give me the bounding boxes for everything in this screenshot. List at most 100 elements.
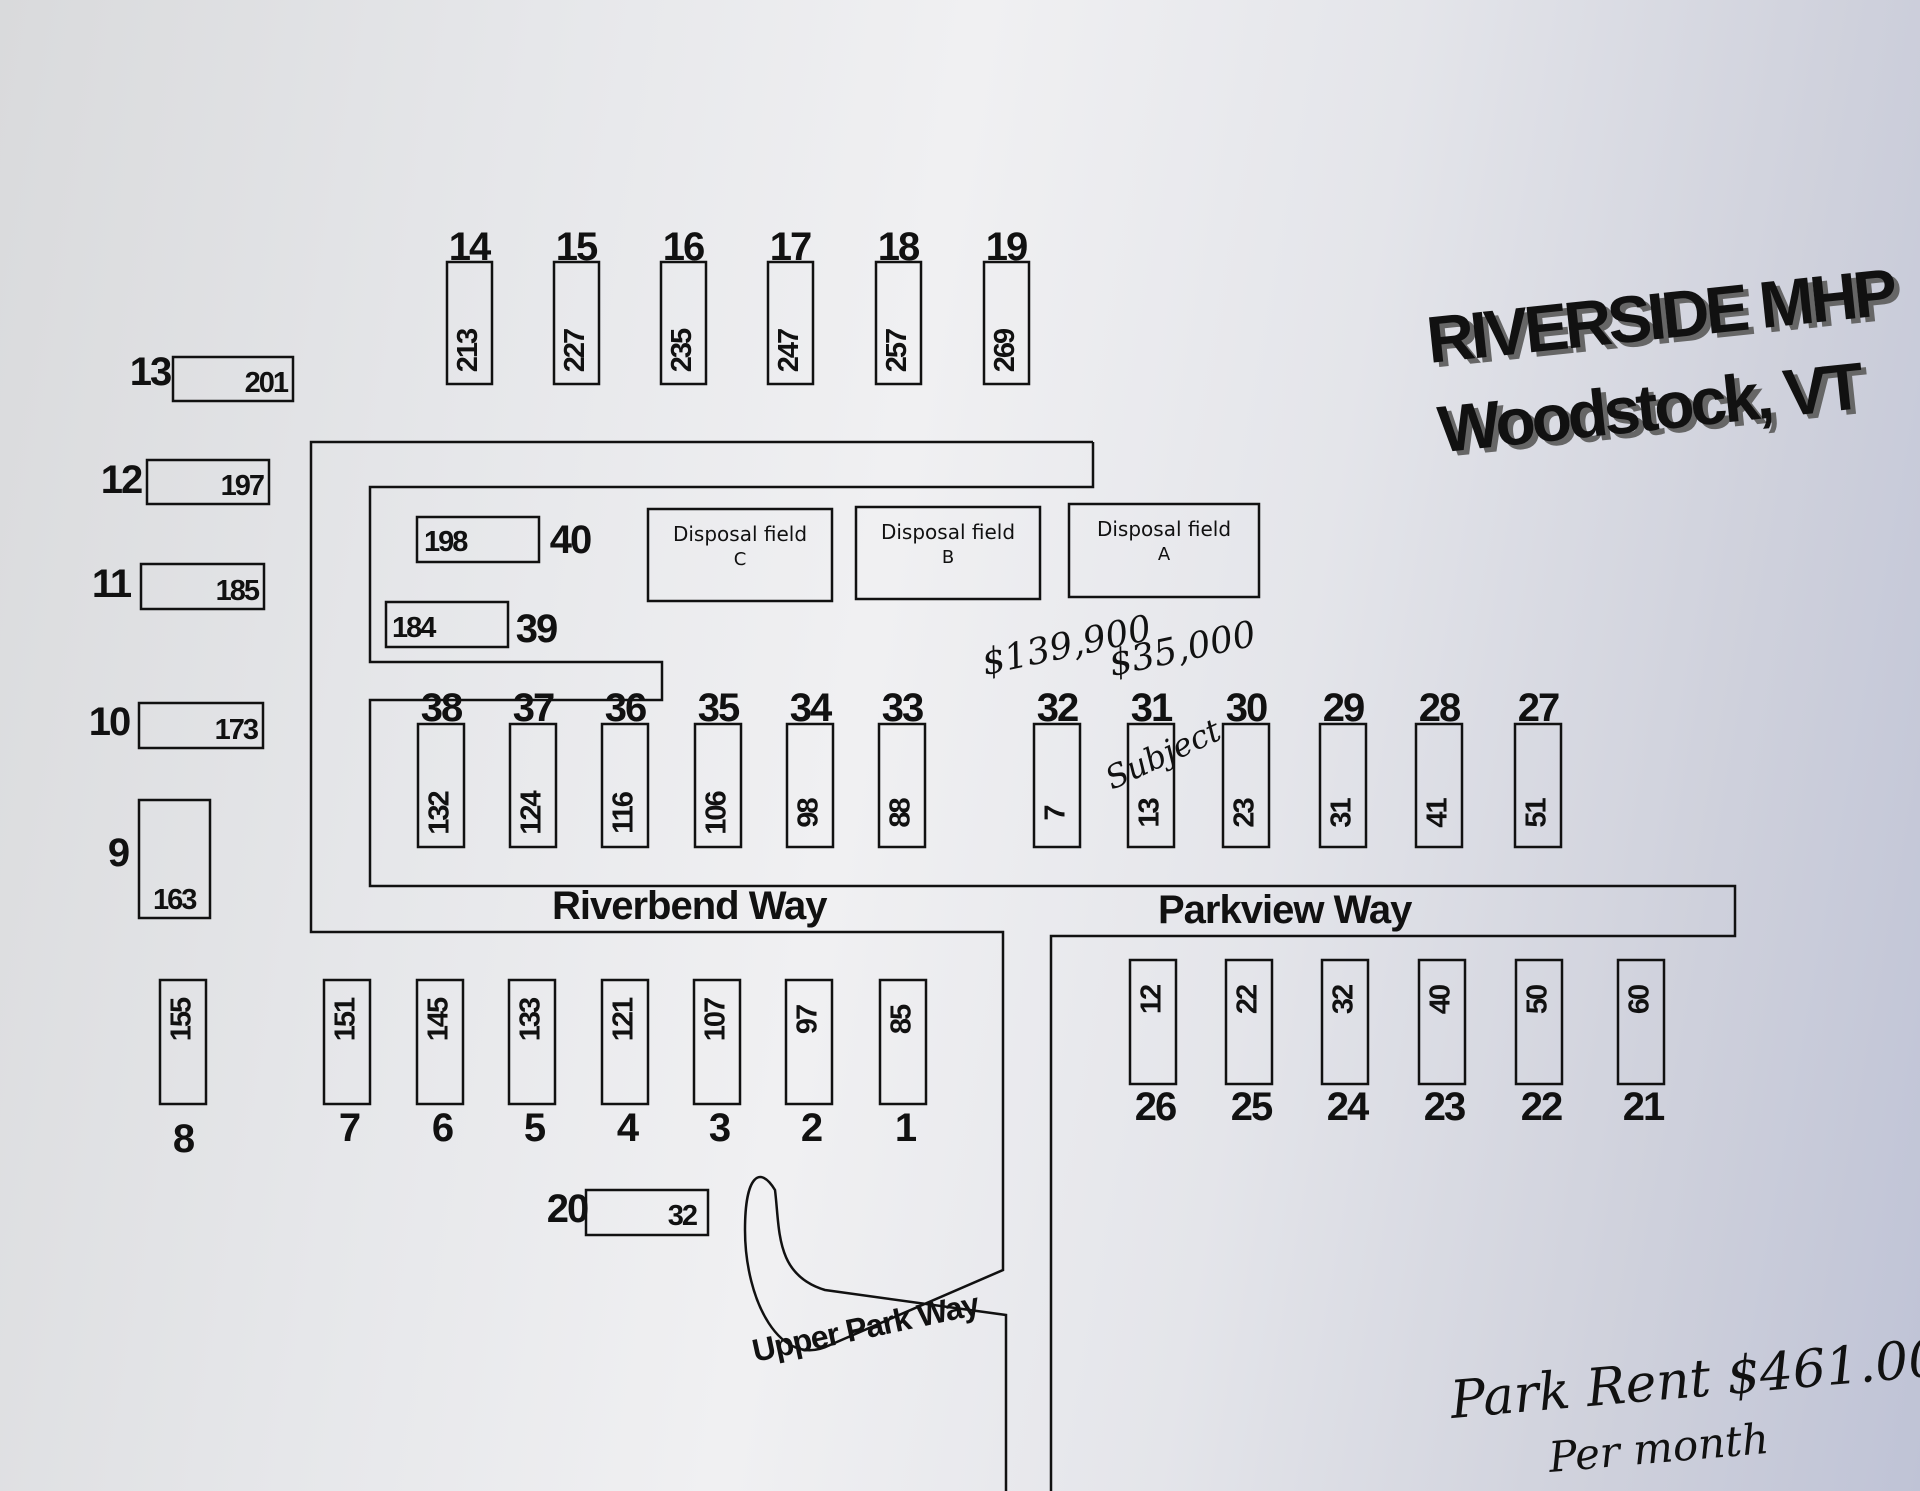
street-upper-park-way: Upper Park Way: [749, 1286, 983, 1369]
lot-32-outline: [1032, 722, 1082, 849]
lot-34-number: 34: [790, 686, 833, 730]
lot-16-number: 16: [663, 225, 704, 269]
lot-39-address: 184: [392, 612, 436, 644]
lot-40-outline: [415, 515, 541, 564]
lot-15-address: 227: [559, 329, 591, 372]
lot-20-address: 32: [668, 1200, 697, 1232]
lot-16-outline: [659, 260, 708, 386]
lot-22-number: 22: [1521, 1085, 1562, 1129]
lot-2-outline: [784, 978, 834, 1106]
lot-27: 51 27: [1513, 686, 1563, 849]
lot-21-address: 60: [1624, 985, 1656, 1014]
lot-1: 851: [878, 978, 928, 1150]
lot-5-address: 133: [515, 997, 547, 1041]
lot-4-address: 121: [608, 997, 640, 1041]
lot-18-address: 257: [881, 329, 913, 372]
disposal-field-letter: B: [942, 547, 954, 568]
lot-10-number: 10: [89, 700, 130, 744]
park-rent-note: Park Rent $461.00: [1447, 1328, 1920, 1431]
disposal-field-outline: [646, 507, 834, 603]
lot-15-number: 15: [556, 225, 598, 269]
lot-39-number: 39: [516, 607, 557, 651]
lot-25-number: 25: [1231, 1085, 1273, 1129]
lot-37-outline: [508, 722, 558, 849]
lot-9-number: 9: [108, 831, 129, 875]
lot-5-outline: [507, 978, 557, 1106]
lot-36-address: 116: [608, 791, 640, 834]
lot-23-number: 23: [1424, 1085, 1465, 1129]
lot-27-outline: [1513, 722, 1563, 849]
lot-38-number: 38: [421, 686, 463, 730]
lot-13-address: 201: [245, 367, 289, 399]
lot-1-outline: [878, 978, 928, 1106]
disposal-field-label: Disposal field: [1097, 517, 1231, 541]
lot-9-address: 163: [153, 884, 197, 916]
lot-35-outline: [693, 722, 743, 849]
lot-30-outline: [1221, 722, 1271, 849]
lot-25: 22 25: [1224, 958, 1275, 1129]
lot-8-outline: [158, 978, 208, 1106]
lot-37-number: 37: [513, 686, 554, 730]
lot-24-outline: [1320, 958, 1370, 1086]
lot-21-outline: [1616, 958, 1666, 1086]
lot-20-outline: [584, 1188, 710, 1237]
lot-29-number: 29: [1323, 686, 1364, 730]
lot-25-address: 22: [1232, 985, 1264, 1014]
lot-19-outline: [982, 260, 1031, 386]
lot-2: 972: [784, 978, 834, 1150]
lot-1-address: 85: [886, 1004, 918, 1034]
lot-4: 121 4: [600, 978, 650, 1150]
lot-10-outline: [137, 701, 265, 750]
lot-31-outline: [1126, 722, 1176, 849]
lot-4-outline: [600, 978, 650, 1106]
lot-30-number: 30: [1226, 686, 1267, 730]
lot-27-address: 51: [1521, 798, 1553, 828]
lot-22-address: 50: [1522, 985, 1554, 1014]
lot-29-outline: [1318, 722, 1368, 849]
lot-9-outline: [137, 798, 212, 920]
lot-12-number: 12: [101, 458, 142, 502]
lot-27-number: 27: [1518, 686, 1559, 730]
lot-34-outline: [785, 722, 835, 849]
lot-40-address: 198: [424, 526, 468, 558]
lot-23-address: 40: [1425, 985, 1457, 1014]
lot-24-address: 32: [1328, 985, 1360, 1014]
lot-14-address: 213: [452, 328, 484, 372]
lot-36-outline: [600, 722, 650, 849]
lot-4-number: 4: [617, 1106, 640, 1150]
lot-38-outline: [416, 722, 466, 849]
lot-6-address: 145: [423, 997, 455, 1041]
disposal-field-outline: [1067, 502, 1261, 599]
lot-19-number: 19: [986, 225, 1027, 269]
lot-40-number: 40: [550, 518, 591, 562]
lot-33-outline: [877, 722, 927, 849]
lot-6-outline: [415, 978, 465, 1106]
lot-12-outline: [145, 458, 271, 506]
lot-17-address: 247: [773, 329, 805, 372]
lot-32-number: 32: [1037, 686, 1078, 730]
lot-36-number: 36: [605, 686, 646, 730]
lot-15: 227 15: [552, 225, 601, 386]
street-riverbend-way: Riverbend Way: [552, 884, 828, 928]
lot-3-outline: [692, 978, 742, 1106]
lot-40: 198 40: [415, 515, 593, 564]
lot-23-outline: [1417, 958, 1467, 1086]
